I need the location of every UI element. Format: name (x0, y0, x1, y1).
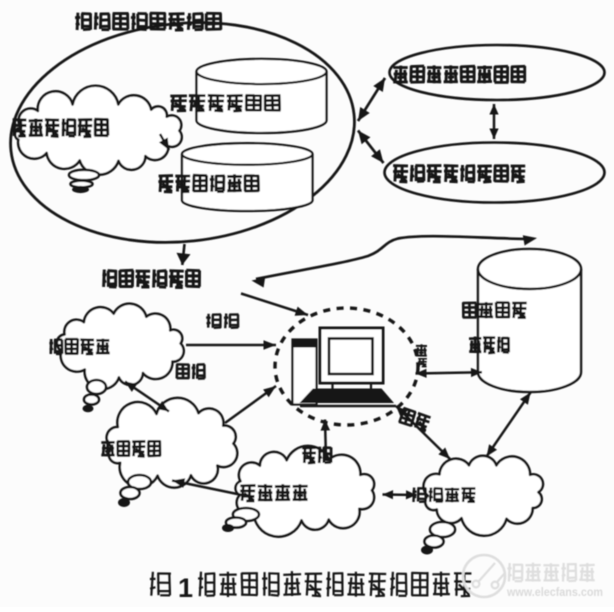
svg-text:www.elecfans.com: www.elecfans.com (506, 587, 603, 599)
svg-text:1: 1 (178, 573, 193, 603)
